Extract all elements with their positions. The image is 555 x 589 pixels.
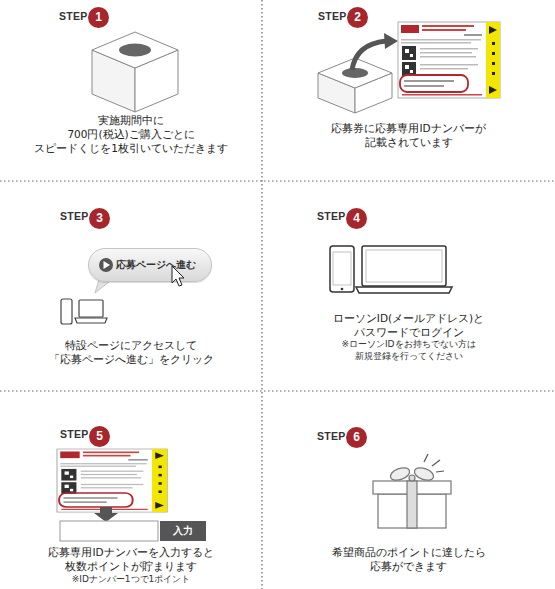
step-description: 応募専用IDナンバーを入力すると 枚数ポイントが貯まります [0,545,262,573]
curved-arrow [352,41,386,70]
badge-number: 2 [347,7,368,28]
play-icon [104,261,111,269]
phone-icon [61,299,72,324]
input-button: 入力 [160,521,206,541]
box-face [92,32,178,68]
step-number-badge: 3 [89,208,110,229]
divider-line [0,180,555,181]
step-panel: STEP 希望商品のポイントに達したら 応募ができます 6 [262,391,555,589]
mouse-cursor [172,266,184,286]
step-number-badge: 2 [347,7,368,28]
step-label: STEP [60,210,89,223]
laptop-screen [362,246,446,286]
step-number-badge: 5 [89,426,110,447]
step-label: STEP [317,430,346,443]
sparkle-line [436,471,444,472]
laptop-base [75,318,107,323]
gift-ribbon [407,481,417,528]
input-field [60,521,158,541]
devices-icon [61,299,107,324]
step-panel: STEP 応募専用IDナンバーを入力すると 枚数ポイントが貯まります※IDナンバー… [0,391,262,589]
button-label: 入力 [160,521,206,541]
sparkle-line [424,454,428,462]
step-number-badge: 6 [346,427,367,448]
laptop-display [366,250,442,282]
sparkle-line [432,460,440,466]
speech-bubble-button: 応募ページへ進む [88,248,212,282]
laptop-base [356,287,452,293]
step-description: 実施期間中に 700円(税込)ご購入ごとに スピードくじを1枚引いていただきます [0,113,262,155]
box-hole [119,44,151,57]
ticket-graphic [57,449,167,512]
step-panel: STEP 実施期間中に 700円(税込)ご購入ごとに スピードくじを1枚引いていた… [0,0,262,181]
badge-number: 1 [88,7,109,28]
step-description: 特設ページにアクセスして 「応募ページへ進む」をクリック [0,338,262,366]
step-label: STEP [59,10,88,23]
badge-number: 4 [346,208,367,229]
gift-knot [409,475,415,481]
step-description: 希望商品のポイントに達したら 応募ができます [262,545,555,573]
badge-number: 6 [346,427,367,448]
arrow-head [384,33,398,49]
divider-line [0,390,555,391]
phone-screen [333,252,351,285]
step-panel: STEP ローソンID(メールアドレス)と パスワードでログイン※ローソンIDをお… [262,181,555,391]
divider-line [261,0,262,589]
step-label: STEP [60,428,89,441]
step-number-badge: 1 [88,7,109,28]
bubble-label: 応募ページへ進む [116,249,211,281]
down-arrow [94,507,118,522]
step-note: ※IDナンバー1つで1ポイント [0,573,262,585]
step-description: 応募券に応募専用IDナンバーが 記載されています [262,121,555,149]
step-label: STEP [318,10,347,23]
play-icon [99,258,113,272]
phone-icon [330,246,354,292]
phone-button [341,288,344,291]
gift-bow [389,465,412,482]
gift-illustration [373,454,451,528]
ticket-graphic [398,22,500,98]
badge-number: 3 [89,208,110,229]
step-note: ※ローソンIDをお持ちでない方は 新規登録を行ってください [262,338,555,362]
step-panel: STEP 応募券に応募専用IDナンバーが 記載されています 2 [262,0,555,181]
devices-icon [330,246,452,293]
box-illustration [92,32,178,112]
step-label: STEP [317,210,346,223]
step-number-badge: 4 [346,208,367,229]
laptop-screen [79,300,103,317]
step-description: ローソンID(メールアドレス)と パスワードでログイン [262,311,555,339]
box-hole [342,68,368,78]
badge-number: 5 [89,426,110,447]
step-panel: STEP 特設ページにアクセスして 「応募ページへ進む」をクリック 3 応募ページへ進… [0,181,262,391]
gift-bow [413,465,436,482]
